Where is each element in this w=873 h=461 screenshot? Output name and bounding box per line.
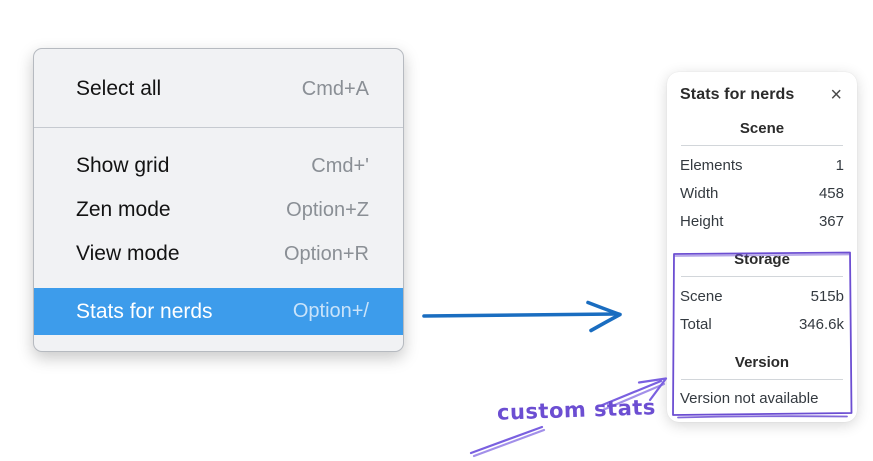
menu-item-label: Zen mode	[76, 198, 171, 221]
stat-label: Elements	[680, 157, 743, 174]
menu-item-zen-mode[interactable]: Zen mode Option+Z	[34, 188, 403, 232]
section-header-scene: Scene	[739, 120, 785, 137]
stat-row-width: Width 458	[680, 180, 844, 208]
menu-item-shortcut: Cmd+'	[311, 154, 369, 177]
stat-value: 1	[835, 157, 844, 174]
menu-item-label: Select all	[76, 77, 162, 100]
menu-item-select-all[interactable]: Select all Cmd+A	[34, 63, 403, 115]
stat-value: 367	[818, 213, 844, 230]
annotation-custom-stats: custom stats	[496, 395, 657, 425]
section-header-storage: Storage	[734, 251, 790, 268]
menu-item-label: Show grid	[76, 154, 170, 177]
stat-row-total-size: Total 346.6k	[680, 311, 844, 339]
section-header-version: Version	[734, 354, 790, 371]
stat-row-height: Height 367	[680, 208, 844, 236]
menu-item-shortcut: Cmd+A	[301, 77, 369, 100]
divider	[681, 145, 843, 146]
stat-label: Total	[680, 316, 712, 333]
stat-value: 515b	[810, 288, 844, 305]
stat-label: Height	[680, 213, 724, 230]
blue-arrow	[422, 300, 622, 333]
menu-item-shortcut: Option+/	[292, 300, 369, 322]
menu-item-view-mode[interactable]: View mode Option+R	[34, 232, 403, 276]
menu-item-shortcut: Option+Z	[286, 198, 369, 221]
menu-group: Show grid Cmd+' Zen mode Option+Z View m…	[34, 128, 403, 335]
stat-value: 458	[818, 185, 844, 202]
stat-label: Width	[680, 185, 719, 202]
stats-panel: Stats for nerds × Scene Elements 1 Width…	[667, 72, 857, 422]
divider	[681, 276, 843, 277]
stat-row-scene-size: Scene 515b	[680, 283, 844, 311]
close-icon[interactable]: ×	[830, 84, 842, 106]
version-note: Version not available	[680, 390, 819, 407]
menu-item-label: View mode	[76, 242, 180, 265]
stat-row-elements: Elements 1	[680, 152, 844, 180]
context-menu: Select all Cmd+A Show grid Cmd+' Zen mod…	[33, 48, 404, 352]
stats-panel-title: Stats for nerds	[680, 86, 795, 103]
stat-value: 346.6k	[798, 316, 844, 333]
menu-item-label: Stats for nerds	[76, 299, 213, 323]
menu-item-shortcut: Option+R	[283, 242, 369, 265]
stat-label: Scene	[680, 288, 723, 305]
menu-item-stats-for-nerds[interactable]: Stats for nerds Option+/	[34, 288, 403, 335]
stats-panel-titlebar: Stats for nerds ×	[680, 85, 844, 105]
menu-separator	[34, 127, 403, 128]
menu-item-show-grid[interactable]: Show grid Cmd+'	[34, 144, 403, 188]
divider	[681, 379, 843, 380]
